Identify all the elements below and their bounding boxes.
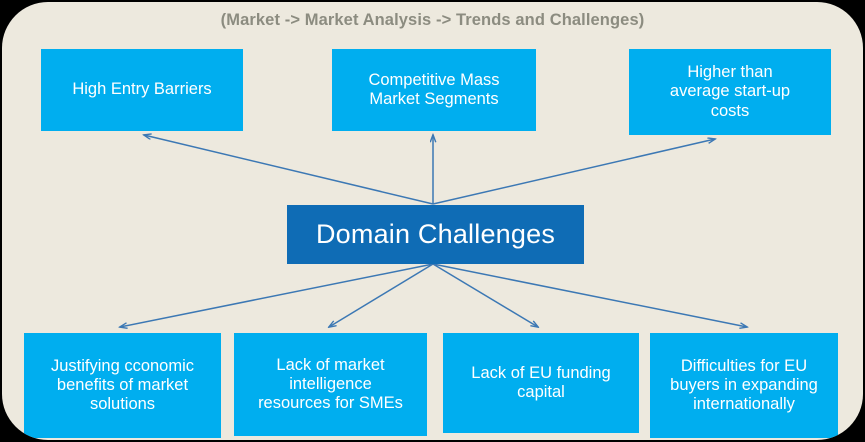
node-lack-of-market-intelligence[interactable]: Lack of market intelligence resources fo… [234,333,427,436]
node-label: Lack of EU funding capital [471,363,611,401]
node-justifying-economic-benefits[interactable]: Justifying cconomic benefits of market s… [24,333,221,438]
node-higher-than-average-startup-costs[interactable]: Higher than average start-up costs [629,49,831,135]
node-label: Lack of market intelligence resources fo… [258,355,403,413]
node-label: High Entry Barriers [72,80,212,99]
node-difficulties-for-eu-buyers[interactable]: Difficulties for EU buyers in expanding … [650,333,838,438]
node-domain-challenges[interactable]: Domain Challenges [287,205,584,264]
node-competitive-mass[interactable]: Competitive Mass Market Segments [332,49,536,131]
connector-to-justifying-benefits [120,263,434,327]
node-label: Difficulties for EU buyers in expanding … [670,356,818,414]
connector-to-startup-costs [432,139,715,205]
node-label: Domain Challenges [315,218,556,249]
node-label: Competitive Mass Market Segments [368,70,500,108]
breadcrumb: (Market -> Market Analysis -> Trends and… [220,11,645,29]
node-lack-of-eu-funding-capital[interactable]: Lack of EU funding capital [443,333,639,433]
node-high-entry-barriers[interactable]: High Entry Barriers [41,49,243,131]
node-label: Justifying cconomic benefits of market s… [50,356,195,414]
connector-to-market-intelligence [329,263,434,327]
node-label: Higher than average start-up costs [669,63,791,120]
connector-to-eu-funding [432,263,538,327]
connector-to-high-entry-barriers [144,135,434,205]
connector-to-eu-buyers [432,263,747,327]
